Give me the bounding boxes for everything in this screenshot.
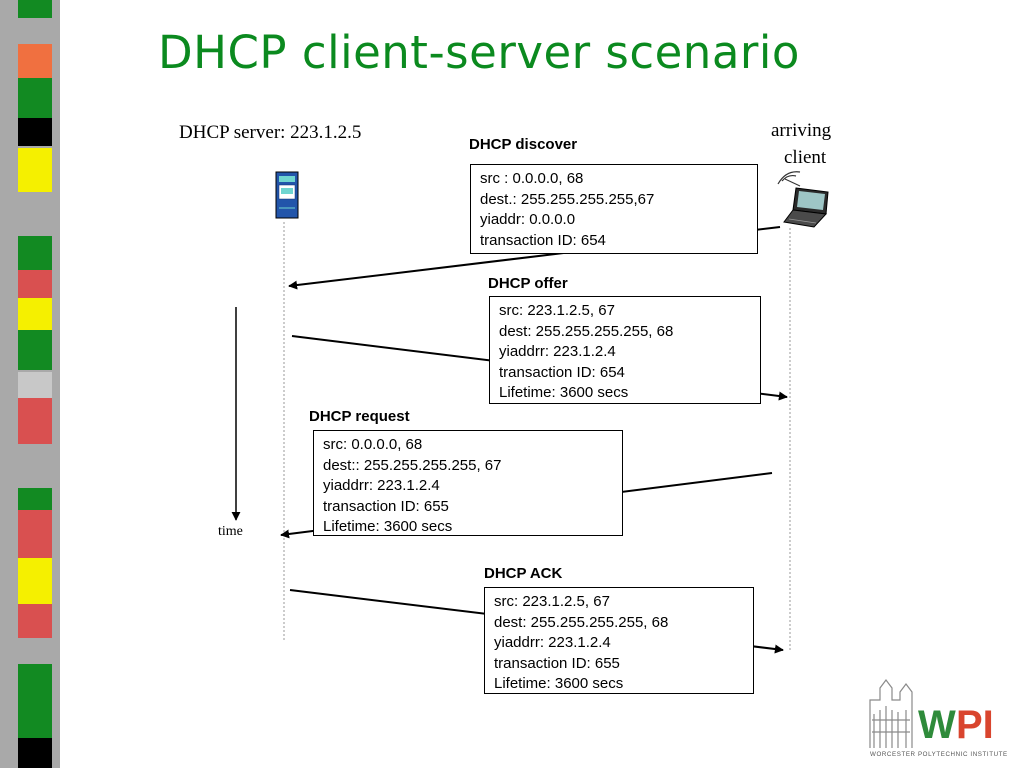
offer-line-txid: transaction ID: 654 — [499, 363, 625, 381]
ack-line-txid: transaction ID: 655 — [494, 654, 620, 672]
request-line-src: src: 0.0.0.0, 68 — [323, 436, 423, 453]
offer-line-yiaddr: yiaddrr: 223.1.2.4 — [499, 343, 616, 360]
discover-line-txid: transaction ID: 654 — [480, 231, 606, 249]
offer-box: src: 223.1.2.5, 67 dest: 255.255.255.255… — [489, 296, 761, 404]
request-box: src: 0.0.0.0, 68 dest:: 255.255.255.255,… — [313, 430, 623, 536]
discover-box: src : 0.0.0.0, 68 dest.: 255.255.255.255… — [470, 164, 758, 254]
svg-text:W: W — [918, 703, 956, 747]
offer-line-src: src: 223.1.2.5, 67 — [499, 302, 615, 319]
request-line-dest: dest:: 255.255.255.255, 67 — [323, 456, 502, 474]
ack-title: DHCP ACK — [484, 565, 563, 582]
offer-line-lifetime: Lifetime: 3600 secs — [499, 384, 629, 401]
discover-line-src: src : 0.0.0.0, 68 — [480, 170, 584, 187]
laptop-icon — [777, 171, 829, 228]
wpi-logo: W PI WORCESTER POLYTECHNIC INSTITUTE — [869, 679, 1008, 758]
svg-text:PI: PI — [956, 703, 994, 747]
ack-line-src: src: 223.1.2.5, 67 — [494, 593, 610, 610]
ack-line-lifetime: Lifetime: 3600 secs — [494, 675, 624, 692]
discover-line-yiaddr: yiaddr: 0.0.0.0 — [480, 211, 576, 228]
time-label: time — [218, 524, 243, 539]
discover-title: DHCP discover — [469, 136, 578, 153]
offer-title: DHCP offer — [488, 275, 568, 292]
ack-line-yiaddr: yiaddrr: 223.1.2.4 — [494, 634, 611, 651]
ack-line-dest: dest: 255.255.255.255, 68 — [494, 613, 669, 631]
client-label-line2: client — [784, 147, 827, 168]
request-title: DHCP request — [309, 408, 410, 425]
server-label: DHCP server: 223.1.2.5 — [179, 122, 362, 143]
decorative-side-strip — [0, 0, 60, 768]
discover-line-dest: dest.: 255.255.255.255,67 — [480, 190, 655, 208]
offer-line-dest: dest: 255.255.255.255, 68 — [499, 322, 674, 340]
request-line-yiaddr: yiaddrr: 223.1.2.4 — [323, 477, 440, 494]
request-line-lifetime: Lifetime: 3600 secs — [323, 518, 453, 535]
client-label-line1: arriving — [771, 120, 832, 141]
request-line-txid: transaction ID: 655 — [323, 497, 449, 515]
server-icon — [275, 171, 299, 219]
ack-box: src: 223.1.2.5, 67 dest: 255.255.255.255… — [484, 587, 754, 694]
slide-title: DHCP client-server scenario — [158, 26, 800, 79]
svg-text:WORCESTER POLYTECHNIC INSTITUT: WORCESTER POLYTECHNIC INSTITUTE — [870, 751, 1008, 758]
